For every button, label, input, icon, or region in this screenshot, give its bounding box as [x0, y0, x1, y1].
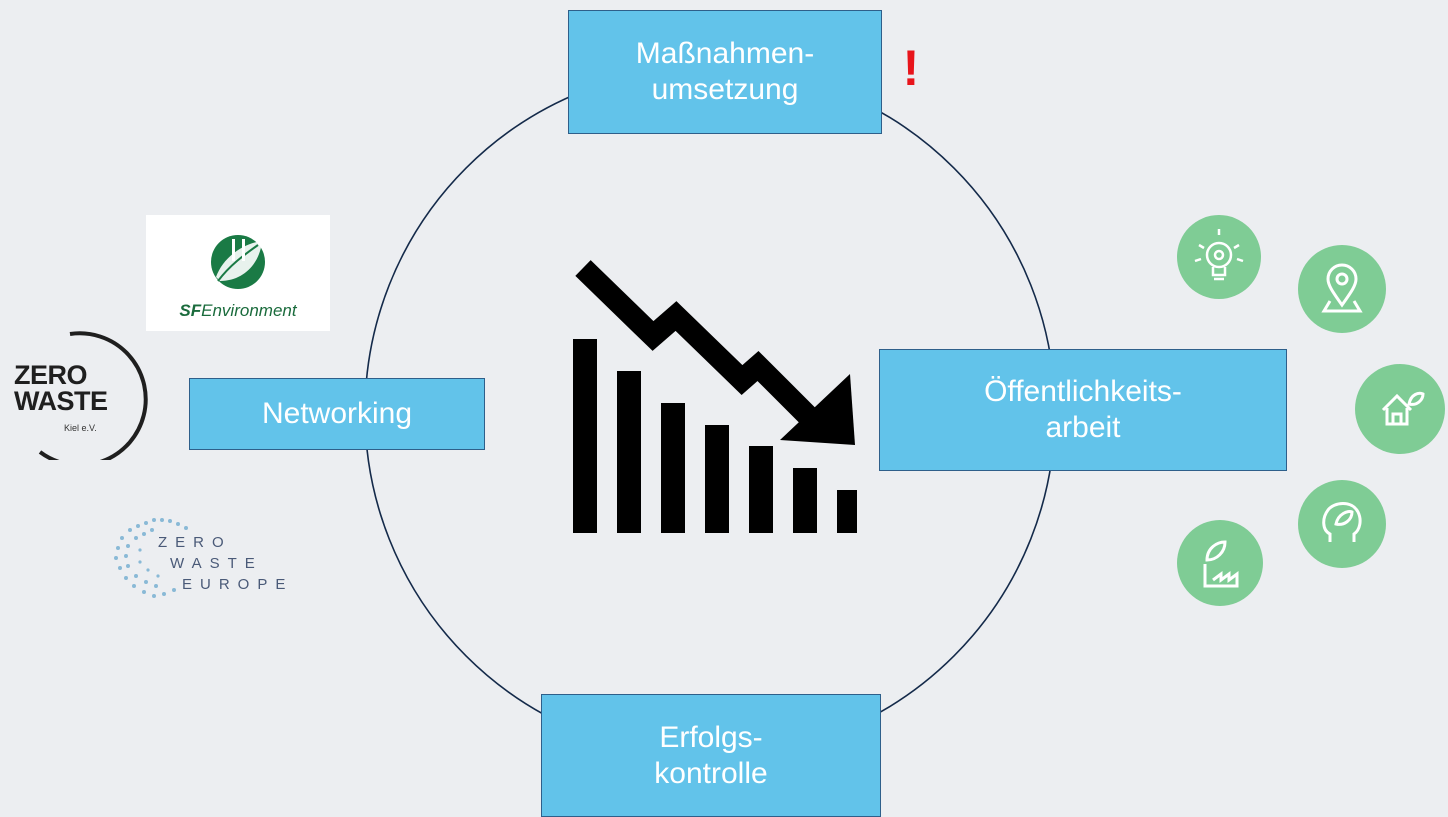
- zwe-line1: ZERO: [158, 534, 232, 551]
- box-top-line1: Maßnahmen-: [635, 37, 815, 70]
- sf-environment-logo: SFEnvironment: [146, 215, 330, 331]
- box-networking: Networking: [189, 378, 485, 450]
- zwe-line2: WASTE: [170, 555, 263, 572]
- box-right-line2: arbeit: [1045, 411, 1121, 444]
- sf-logo-bold: SF: [179, 301, 202, 320]
- house-leaf-icon: [1355, 364, 1445, 454]
- zwe-line3: EUROPE: [182, 576, 294, 593]
- zwk-line2: WASTE: [14, 386, 108, 416]
- box-erfolgskontrolle: Erfolgs- kontrolle: [541, 694, 881, 817]
- factory-leaf-icon: [1177, 520, 1263, 606]
- box-massnahmenumsetzung: Maßnahmen- umsetzung: [568, 10, 882, 134]
- sf-leaf-bridge-icon: [211, 235, 265, 289]
- sf-logo-rest: Environment: [201, 301, 297, 320]
- alert-exclamation-icon: !: [902, 40, 920, 96]
- zero-waste-kiel-ring: [38, 331, 148, 460]
- zwk-line1: ZERO: [14, 360, 88, 390]
- zwk-sub: Kiel e.V.: [64, 423, 97, 433]
- box-bottom-line1: Erfolgs-: [659, 720, 763, 754]
- sf-environment-wordmark: SFEnvironment: [146, 301, 330, 321]
- box-top-line2: umsetzung: [651, 73, 799, 106]
- zero-waste-europe-dots: [114, 518, 188, 598]
- box-right-line1: Öffentlichkeits-: [984, 375, 1182, 408]
- box-left-line1: Networking: [261, 397, 413, 430]
- location-pin-icon: [1298, 245, 1386, 333]
- box-bottom-line2: kontrolle: [654, 756, 768, 790]
- head-leaf-icon: [1298, 480, 1386, 568]
- zero-waste-kiel-logo: ZERO WASTE: [14, 360, 108, 416]
- lightbulb-gear-icon: [1177, 215, 1261, 299]
- box-oeffentlichkeitsarbeit: Öffentlichkeits- arbeit: [879, 349, 1287, 471]
